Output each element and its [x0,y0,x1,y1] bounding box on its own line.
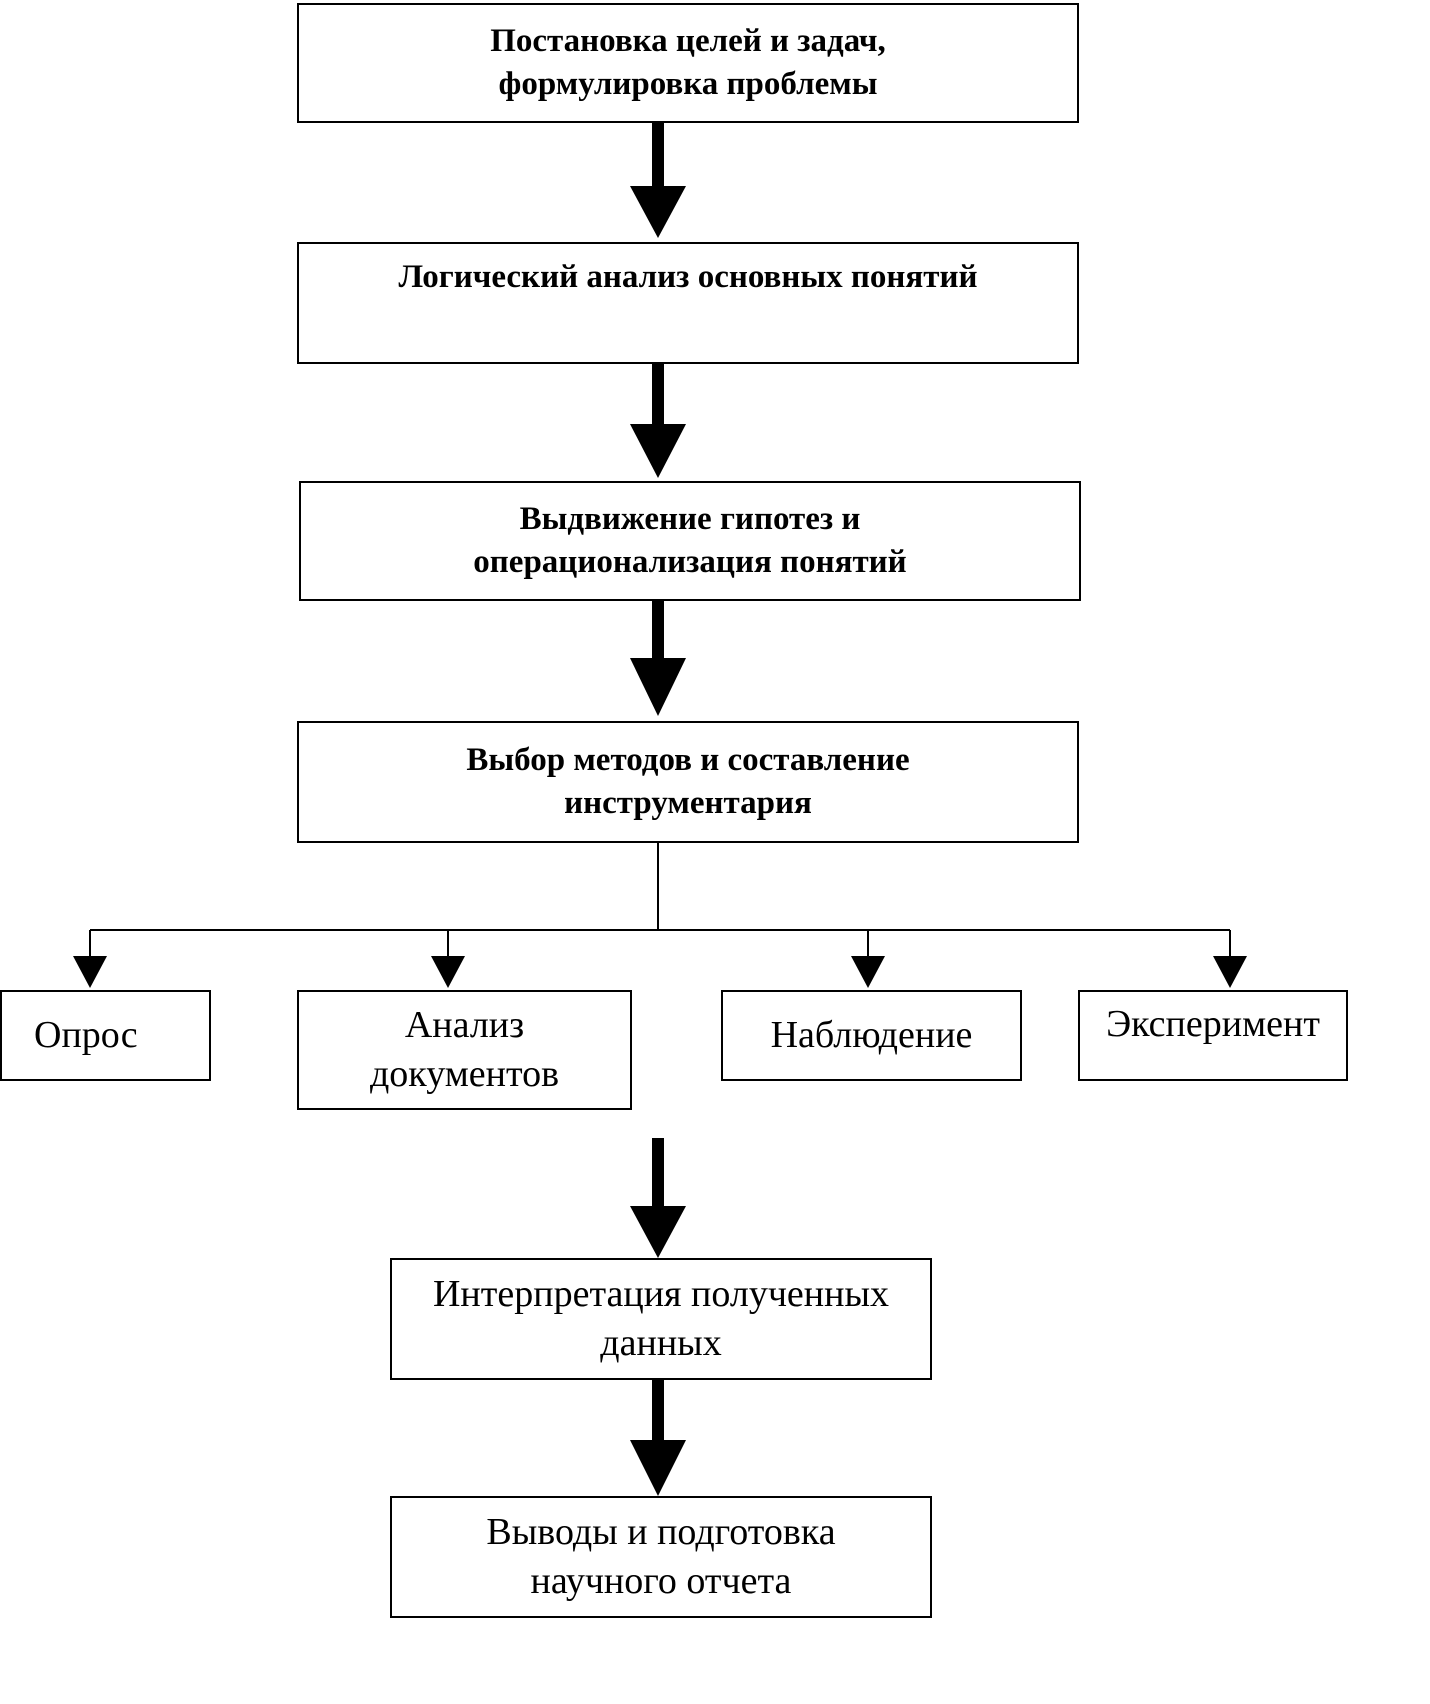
step-logical-analysis-line-1: Логический анализ основных понятий [398,259,978,295]
method-opros-box: Опрос [0,990,211,1081]
step-logical-analysis-box: Логический анализ основных понятий [297,242,1079,364]
step-interpretation-line-1: Интерпретация полученных [432,1273,890,1316]
thick-arrow-2 [630,360,686,478]
step-methods-box: Выбор методов и составление инструментар… [297,721,1079,843]
step-interpretation-box: Интерпретация полученных данных [390,1258,932,1380]
step-conclusions-line-1: Выводы и подготовка [486,1511,836,1554]
method-analiz-box: Анализ документов [297,990,632,1110]
thick-arrow-1 [630,122,686,238]
step-methods-line-1: Выбор методов и составление [466,742,910,779]
step-hypotheses-line-1: Выдвижение гипотез и [519,501,861,538]
step-conclusions-line-2: научного отчета [530,1560,792,1602]
method-analiz-line-1: Анализ [404,1004,525,1047]
thick-arrow-4 [630,1138,686,1258]
step-hypotheses-line-2: операционализация понятий [473,544,907,580]
thick-arrow-3 [630,600,686,716]
branch-connector [90,842,1230,931]
method-nablyudenie-label: Наблюдение [770,1014,973,1057]
step-hypotheses-box: Выдвижение гипотез и операционализация п… [299,481,1081,601]
branch-arrow-opros [73,930,107,988]
thick-arrow-5 [630,1378,686,1496]
step-conclusions-box: Выводы и подготовка научного отчета [390,1496,932,1618]
step-goals-line-2: формулировка проблемы [498,66,878,102]
method-eksperiment-label: Эксперимент [1106,1003,1320,1045]
step-interpretation-line-2: данных [600,1322,722,1364]
method-opros-label: Опрос [34,1014,138,1057]
branch-arrow-analiz [431,930,465,988]
method-eksperiment-box: Эксперимент [1078,990,1348,1081]
step-goals-line-1: Постановка целей и задач, [490,23,886,60]
step-methods-line-2: инструментария [564,785,812,821]
step-goals-box: Постановка целей и задач, формулировка п… [297,3,1079,123]
branch-arrow-nablyudenie [851,930,885,988]
method-nablyudenie-box: Наблюдение [721,990,1022,1081]
method-analiz-line-2: документов [369,1053,560,1095]
branch-arrow-eksperiment [1213,930,1247,988]
